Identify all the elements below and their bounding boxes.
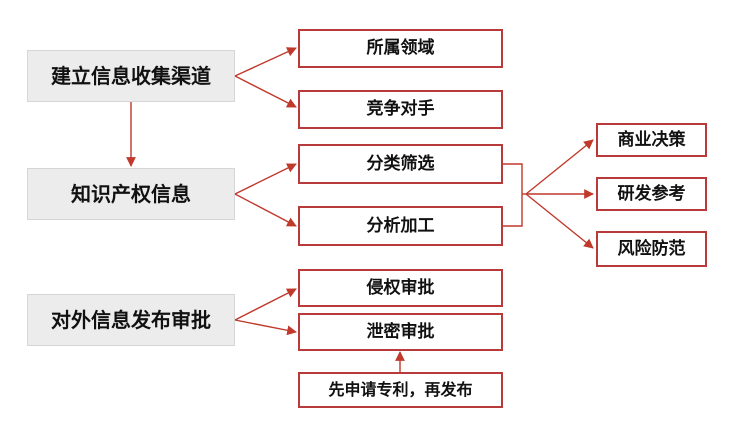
node-competitors: 竞争对手 xyxy=(298,90,503,129)
arrow-collect-to-domain xyxy=(234,47,297,77)
arrow-ip-to-analyze xyxy=(234,193,297,227)
arrow-merge-to-business xyxy=(525,139,594,195)
node-business-decision: 商业决策 xyxy=(596,123,707,157)
arrow-collect-to-competitors xyxy=(234,75,297,108)
node-risk-prevention: 风险防范 xyxy=(596,231,707,267)
connector-merge xyxy=(503,163,523,227)
node-infringement-review: 侵权审批 xyxy=(298,269,503,307)
node-external-release: 对外信息发布审批 xyxy=(27,294,235,346)
arrow-merge-to-risk xyxy=(525,193,594,249)
node-analyze-process: 分析加工 xyxy=(298,206,503,246)
node-patent-first: 先申请专利，再发布 xyxy=(298,372,503,408)
node-collect-channels: 建立信息收集渠道 xyxy=(27,50,235,102)
arrow-release-to-secrecy xyxy=(234,319,297,336)
arrow-release-to-infringement xyxy=(234,288,297,321)
node-domain: 所属领域 xyxy=(298,29,503,68)
node-classify-filter: 分类筛选 xyxy=(298,144,503,184)
node-ip-info: 知识产权信息 xyxy=(27,168,235,220)
arrow-ip-to-classify xyxy=(234,163,297,195)
node-rd-reference: 研发参考 xyxy=(596,177,707,211)
node-secrecy-review: 泄密审批 xyxy=(298,313,503,351)
